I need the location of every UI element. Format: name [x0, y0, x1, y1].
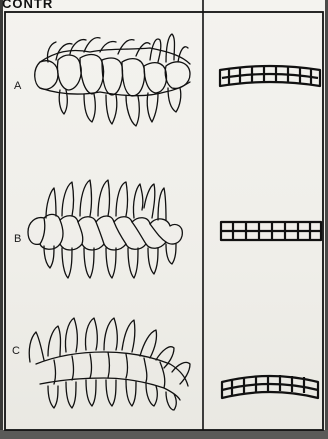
- root-low-c2: [66, 382, 76, 408]
- root-up-c4: [85, 318, 97, 350]
- root-up-c1: [29, 332, 44, 362]
- crown-div-c2: [72, 356, 74, 380]
- crown-div-b3: [78, 222, 83, 244]
- root-low-c7: [166, 392, 176, 410]
- bottom-dark-edge: [0, 430, 328, 439]
- root-low-b3: [84, 248, 94, 278]
- arch-schematic-b: [221, 222, 321, 240]
- crown-a3: [80, 55, 104, 94]
- root-lower-a2: [84, 94, 95, 122]
- crown-div-b6: [132, 222, 146, 244]
- root-up-b3: [80, 180, 92, 216]
- crown-div-c1: [54, 360, 56, 384]
- root-low-c3: [86, 380, 96, 406]
- arch-schematic-a: [220, 65, 320, 86]
- roots-upper-a4: [136, 39, 161, 62]
- root-lower-a4: [126, 96, 139, 126]
- root-up-b1: [46, 188, 56, 218]
- row-label-b: B: [14, 233, 21, 245]
- root-lower-a6: [168, 88, 181, 112]
- root-up-b7: [158, 188, 166, 220]
- crown-a5: [122, 59, 145, 96]
- root-up-c6: [122, 320, 135, 352]
- crown-a7: [165, 62, 190, 89]
- root-low-b2: [62, 248, 72, 278]
- crown-div-c5: [126, 354, 128, 378]
- row-label-c: C: [12, 345, 20, 357]
- crown-div-c7: [160, 362, 165, 388]
- root-up-b4: [98, 180, 110, 216]
- left-dark-edge: [0, 0, 3, 439]
- root-up-b2: [62, 182, 74, 216]
- tooth-arch-a: [35, 34, 190, 126]
- crown-div-b4: [96, 222, 104, 244]
- root-up-b6: [133, 184, 154, 218]
- crown-a4: [102, 58, 123, 95]
- root-low-c5: [126, 380, 136, 406]
- crown-div-b5: [114, 222, 126, 244]
- crown-a6: [144, 63, 167, 93]
- root-low-b5: [128, 248, 138, 278]
- crown-div-b7: [150, 224, 166, 242]
- root-up-c3: [65, 318, 77, 352]
- root-up-b5: [116, 182, 128, 216]
- root-lower-a5: [147, 93, 158, 122]
- root-low-c1: [48, 386, 58, 408]
- tooth-arch-c: [29, 318, 190, 410]
- crown-div-b1: [40, 218, 45, 244]
- crown-div-c6: [144, 358, 147, 382]
- crown-div-c3: [90, 354, 92, 378]
- arch-schematic-c: [222, 375, 318, 398]
- root-up-c2: [48, 326, 61, 356]
- roots-upper-a5: [166, 34, 188, 62]
- schematic-a-midline: [222, 74, 318, 78]
- crown-row-b: [28, 214, 182, 250]
- row-label-a: A: [14, 80, 22, 92]
- root-low-b7: [166, 244, 176, 264]
- root-low-c4: [106, 380, 116, 406]
- crown-div-c4: [108, 352, 110, 378]
- root-low-b6: [148, 248, 158, 274]
- tooth-arch-b: [28, 180, 182, 278]
- root-lower-a3: [106, 95, 117, 124]
- root-low-c6: [146, 384, 157, 406]
- crown-band-bottom-c: [40, 378, 180, 400]
- root-low-b4: [106, 248, 116, 278]
- roots-upper-a3: [100, 40, 134, 54]
- root-up-c5: [104, 318, 117, 350]
- crown-div-b2: [60, 220, 63, 244]
- crown-a1: [35, 61, 58, 89]
- crown-a2: [57, 55, 81, 90]
- header-cut-text: CONTR: [2, 0, 53, 11]
